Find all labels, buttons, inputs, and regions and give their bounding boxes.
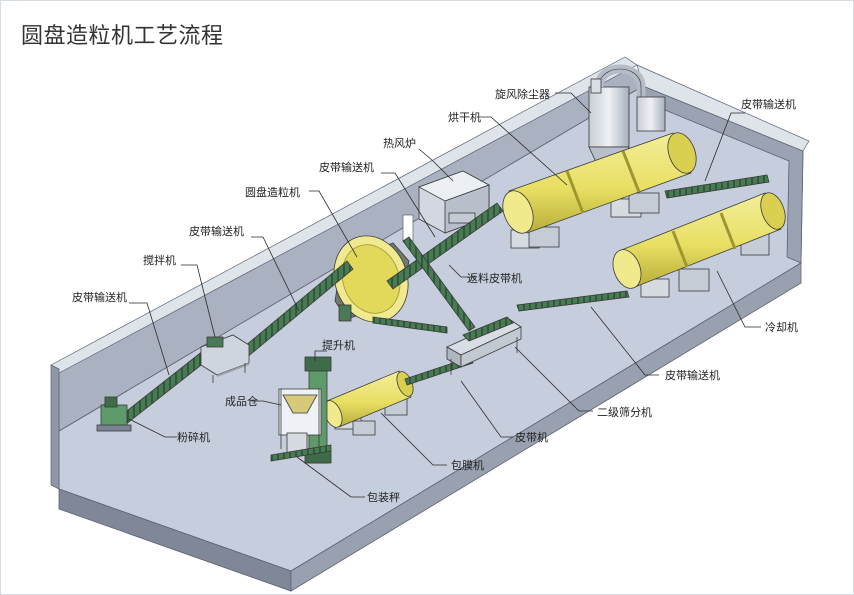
label-packer: 包装秤 (367, 491, 400, 504)
mixer (200, 334, 250, 383)
label-return-belt: 返料皮带机 (467, 271, 522, 285)
rotary-dryer (502, 132, 697, 249)
label-dryer: 烘干机 (448, 110, 481, 124)
label-product-bin: 成品仓 (225, 394, 258, 408)
label-hot-stove: 热风炉 (383, 137, 416, 150)
coating-machine (323, 370, 414, 436)
front-slab-right (290, 262, 802, 592)
conveyor-top-right (664, 174, 770, 199)
two-stage-screener (446, 316, 522, 375)
label-mixer: 搅拌机 (143, 253, 176, 267)
label-belt-left: 皮带输送机 (72, 290, 127, 304)
label-cooler: 冷却机 (765, 320, 798, 334)
label-disc-granulator: 圆盘造粒机 (245, 185, 300, 199)
label-belt-left-mid: 皮带输送机 (189, 224, 244, 238)
packing-scale (270, 432, 332, 462)
label-cyclone: 旋风除尘器 (495, 87, 550, 101)
conveyor-mid (386, 202, 504, 290)
building (50, 56, 810, 592)
label-crusher: 粉碎机 (177, 430, 210, 444)
label-belt-lower-right: 皮带输送机 (665, 368, 720, 382)
page-title: 圆盘造粒机工艺流程 (21, 24, 224, 49)
label-belt-top-right: 皮带输送机 (741, 97, 796, 111)
product-bin (278, 388, 322, 449)
rotary-cooler (612, 192, 786, 298)
leader-lines (128, 92, 761, 498)
label-coater: 包膜机 (451, 458, 484, 472)
disc-granulator (333, 235, 410, 323)
label-elevator: 提升机 (322, 338, 355, 352)
door (402, 214, 414, 242)
label-belt-short: 皮带机 (515, 430, 548, 444)
crusher (96, 396, 132, 432)
label-belt-mid: 皮带输送机 (319, 160, 374, 174)
conveyor-lower-right (516, 290, 630, 312)
labels: 旋风除尘器 烘干机 皮带输送机 热风炉 皮带输送机 圆盘造粒机 皮带输送机 搅拌… (72, 87, 798, 504)
conveyors (118, 174, 770, 426)
conveyor-disc-out (372, 316, 448, 334)
left-wall (50, 364, 60, 490)
conveyor-return (402, 236, 476, 332)
label-screener: 二级筛分机 (597, 405, 652, 419)
